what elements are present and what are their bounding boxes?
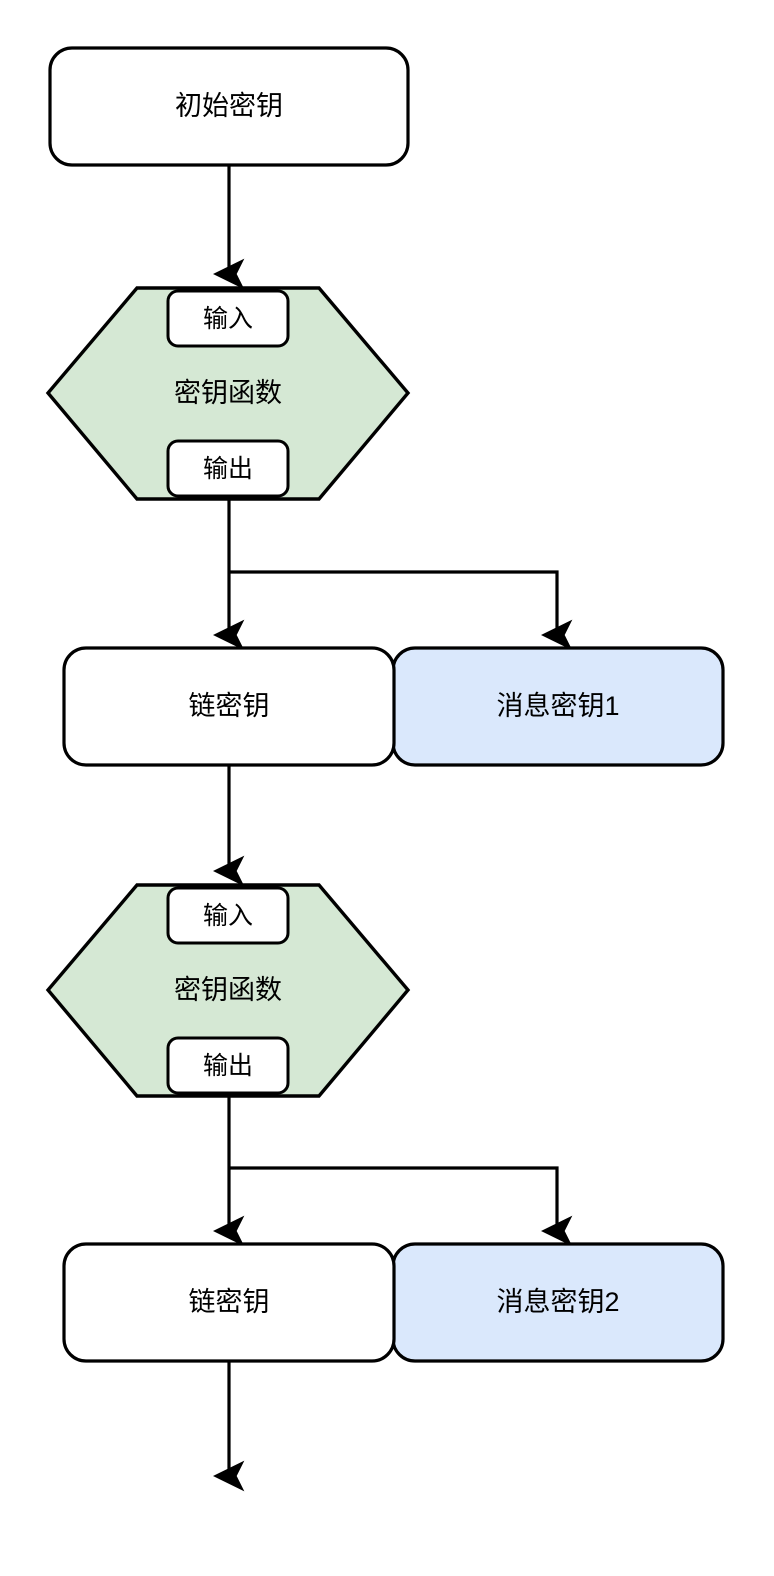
- edge-kf2-to-msg2: [229, 1166, 573, 1247]
- node-chain-key-1[interactable]: [62, 646, 396, 767]
- node-initial-key[interactable]: [48, 46, 410, 167]
- node-message-key-1[interactable]: [391, 646, 725, 767]
- node-kf2-input[interactable]: [166, 886, 290, 945]
- node-chain-key-2[interactable]: [62, 1242, 396, 1363]
- node-key-function-2[interactable]: [45, 883, 411, 1098]
- node-kf1-input[interactable]: [166, 289, 290, 348]
- node-message-key-2[interactable]: [391, 1242, 725, 1363]
- node-kf2-output[interactable]: [166, 1036, 290, 1095]
- edge-kf1-to-msg1: [229, 570, 573, 651]
- node-kf1-output[interactable]: [166, 439, 290, 498]
- node-key-function-1[interactable]: [45, 286, 411, 501]
